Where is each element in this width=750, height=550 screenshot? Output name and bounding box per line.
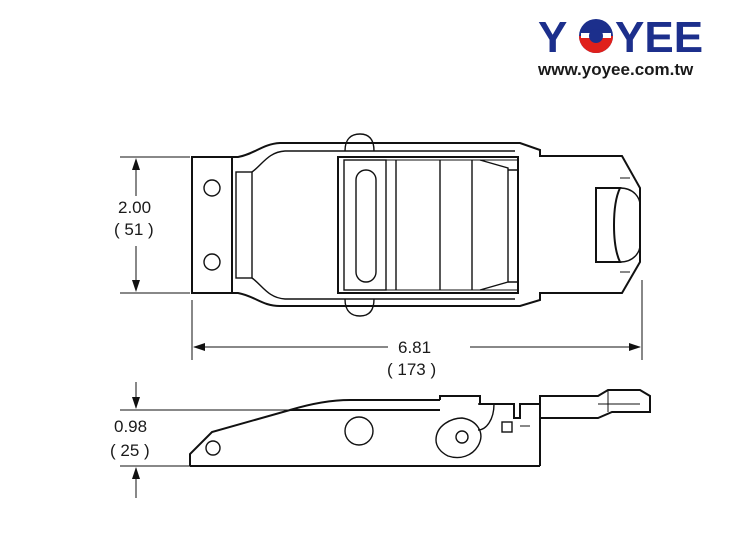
knuckle-bottom — [344, 298, 375, 317]
brand-url: www.yoyee.com.tw — [537, 60, 694, 79]
length-inches: 6.81 — [398, 338, 431, 357]
lever-frame — [337, 156, 519, 294]
mount-hole-upper — [203, 179, 221, 197]
width-inches: 2.00 — [118, 198, 151, 217]
pivot-hole — [344, 416, 374, 446]
mount-hole-lower — [203, 253, 221, 271]
height-dimension: 0.98 ( 25 ) — [110, 382, 290, 498]
teardrop-cutout — [435, 417, 482, 459]
width-dimension: 2.00 ( 51 ) — [114, 156, 190, 294]
top-view — [191, 133, 641, 317]
side-mount-tab — [189, 409, 440, 466]
brand-letters-yee: YEE — [615, 13, 703, 62]
length-mm: ( 173 ) — [387, 360, 436, 379]
width-mm: ( 51 ) — [114, 220, 154, 239]
length-dimension: 6.81 ( 173 ) — [191, 280, 643, 379]
side-mount-hole — [205, 440, 221, 456]
brand-logo: Y YEE www.yoyee.com.tw — [537, 13, 703, 79]
mounting-plate — [191, 156, 233, 294]
height-mm: ( 25 ) — [110, 441, 150, 460]
latch-body-outline — [232, 142, 641, 307]
height-inches: 0.98 — [114, 417, 147, 436]
hook-arm — [539, 389, 651, 419]
keeper-hook — [595, 187, 622, 263]
logo-emblem-icon — [579, 19, 613, 53]
knuckle-top — [344, 133, 375, 152]
side-view — [189, 389, 651, 467]
brand-letter-y: Y — [538, 13, 567, 62]
lever-slot — [355, 169, 377, 283]
